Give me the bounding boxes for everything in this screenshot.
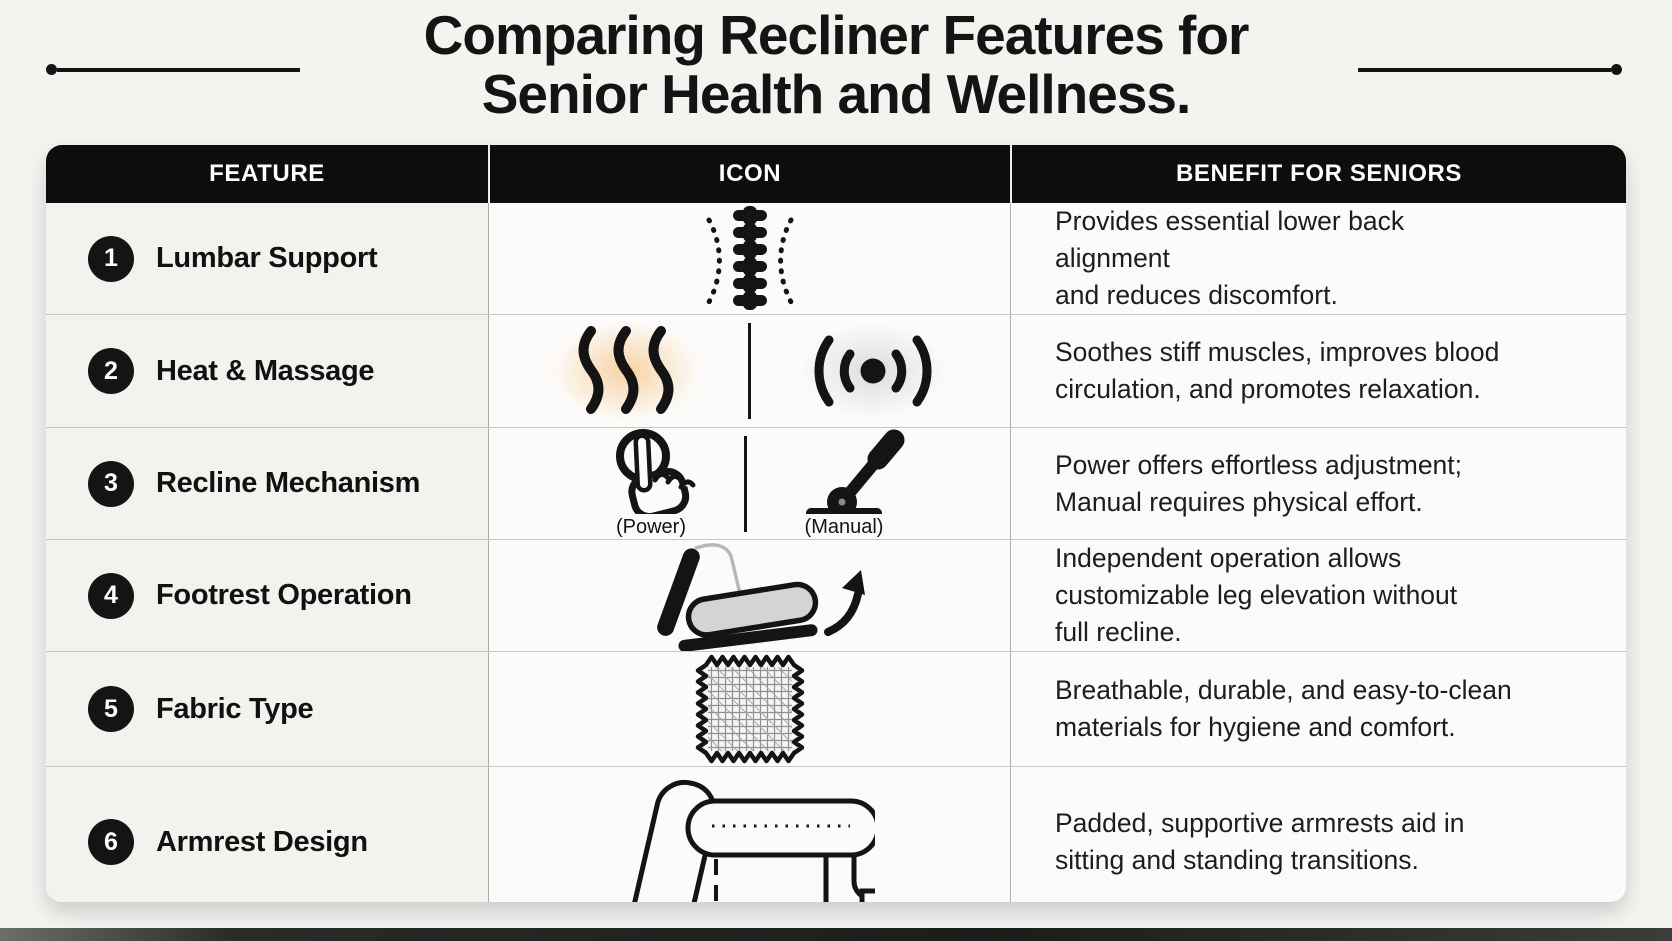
icon-cell [488,652,1010,766]
row-number-badge: 5 [88,686,134,732]
bottom-bar [0,928,1672,941]
feature-cell: 5 Fabric Type [46,652,488,766]
row-number-badge: 3 [88,460,134,507]
icon-cell [488,767,1010,902]
benefit-line: Provides essential lower back alignment [1055,206,1405,273]
page-title-line-2: Senior Health and Wellness. [481,63,1192,125]
page-title-line-1: Comparing Recliner Features for [423,4,1250,66]
row-number-badge: 4 [88,572,134,619]
decoration-line [57,67,300,72]
table-row-armrest-design: 6 Armrest Design Padded, suppor [46,766,1626,902]
benefit-line: materials for hygiene and comfort. [1055,712,1456,742]
icon-cell: (Power) (Manual) [488,428,1010,539]
feature-label: Heat & Massage [156,354,375,387]
benefit-line: sitting and standing transitions. [1055,845,1419,875]
heat-waves-icon [578,326,674,414]
decoration-dot [46,64,57,75]
title-decoration-left [46,64,300,75]
benefit-cell: Soothes stiff muscles, improves blood ci… [1010,315,1626,427]
benefit-line: customizable leg elevation without [1055,580,1458,610]
icon-cell [488,315,1010,427]
manual-label: (Manual) [804,516,884,538]
header-feature: FEATURE [209,160,325,187]
feature-cell: 1 Lumbar Support [46,203,488,314]
benefit-cell: Provides essential lower back alignment … [1010,203,1626,314]
icon-cell [488,203,1010,314]
table-row-heat-massage: 2 Heat & Massage [46,314,1626,427]
feature-label: Footrest Operation [156,579,412,611]
decoration-line [1358,67,1611,72]
decoration-dot [1611,64,1622,75]
massage-glow [779,315,967,427]
feature-label: Recline Mechanism [156,467,421,499]
massage-vibration-icon [814,335,932,407]
footrest-recline-icon [656,542,865,651]
heat-glow [530,315,722,427]
icon-divider [748,323,751,419]
feature-cell: 6 Armrest Design [46,767,488,902]
benefit-line: Manual requires physical effort. [1055,486,1423,517]
benefit-cell: Padded, supportive armrests aid in sitti… [1010,767,1626,902]
feature-cell: 2 Heat & Massage [46,315,488,427]
spine-icon [705,205,794,310]
benefit-line: Independent operation allows [1055,543,1402,573]
benefit-line: Power offers effortless adjustment; [1055,449,1463,480]
table-row-lumbar-support: 1 Lumbar Support [46,203,1626,314]
feature-label: Fabric Type [156,692,314,725]
row-number-badge: 1 [88,235,134,282]
feature-cell: 3 Recline Mechanism [46,428,488,539]
comparison-table: FEATURE ICON BENEFIT FOR SENIORS 1 Lumba… [46,145,1626,902]
table-row-fabric-type: 5 Fabric Type [46,651,1626,766]
icon-cell [488,540,1010,651]
table-body: 1 Lumbar Support [46,203,1626,902]
power-touch-icon [616,429,696,514]
table-row-footrest-operation: 4 Footrest Operation Independent operati… [46,539,1626,651]
manual-lever-icon [806,429,905,514]
feature-cell: 4 Footrest Operation [46,540,488,651]
benefit-line: Soothes stiff muscles, improves blood [1055,337,1500,367]
benefit-cell: Breathable, durable, and easy-to-clean m… [1010,652,1626,766]
table-header-row: FEATURE ICON BENEFIT FOR SENIORS [46,145,1626,203]
benefit-cell: Independent operation allows customizabl… [1010,540,1626,651]
icon-divider [744,435,747,532]
header-benefit: BENEFIT FOR SENIORS [1010,145,1626,203]
table-row-recline-mechanism: 3 Recline Mechanism [46,427,1626,539]
armrest-icon [624,779,875,902]
row-number-badge: 6 [88,819,134,865]
fabric-swatch-icon [695,654,804,764]
header-icon: ICON [488,145,1010,203]
page-title: Comparing Recliner Features for Senior H… [0,6,1672,124]
row-number-badge: 2 [88,348,134,394]
benefit-line: and reduces discomfort. [1055,280,1338,310]
benefit-line: full recline. [1055,617,1182,647]
benefit-line: Breathable, durable, and easy-to-clean [1055,675,1512,705]
title-decoration-right [1358,64,1622,75]
power-label: (Power) [615,516,686,538]
benefit-line: circulation, and promotes relaxation. [1055,374,1481,404]
benefit-line: Padded, supportive armrests aid in [1055,808,1465,838]
feature-label: Lumbar Support [156,242,378,274]
feature-label: Armrest Design [156,825,368,858]
benefit-cell: Power offers effortless adjustment; Manu… [1010,428,1626,539]
